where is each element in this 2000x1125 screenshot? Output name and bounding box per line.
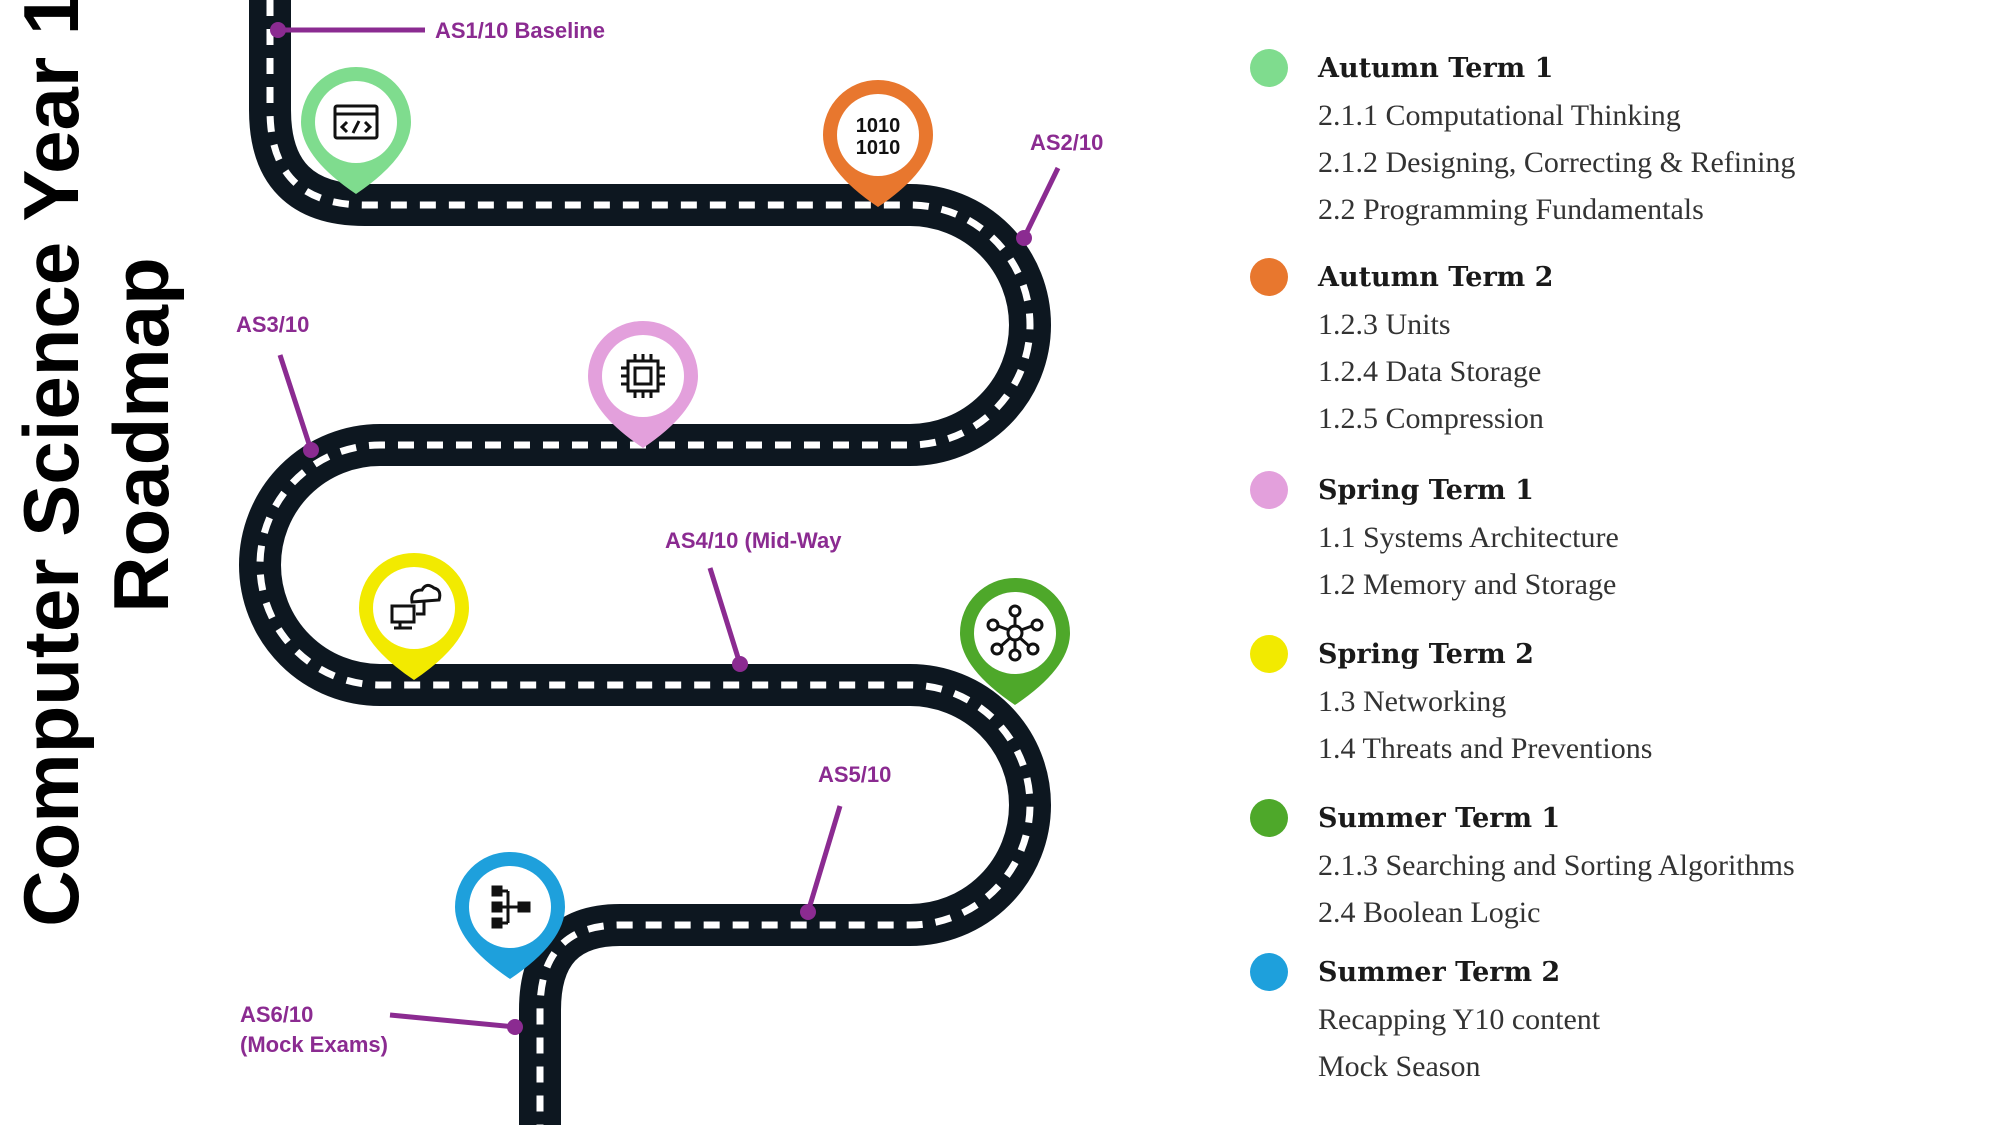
road — [239, 0, 1051, 1125]
code-window-icon — [333, 104, 379, 140]
term-item: 1.2 Memory and Storage — [1318, 568, 1617, 601]
term-item: 2.1.2 Designing, Correcting & Refining — [1318, 146, 1796, 179]
milestone-label: AS6/10 — [240, 1002, 313, 1027]
term-spring-2: Spring Term 2 1.3 Networking 1.4 Threats… — [1250, 630, 1990, 772]
term-name: Summer Term 2 — [1318, 956, 1561, 988]
milestone-as1: AS1/10 Baseline — [270, 18, 605, 43]
cloud-computer-icon — [390, 583, 442, 630]
road-center-dashes — [256, 0, 1034, 1125]
term-name: Summer Term 1 — [1318, 802, 1561, 834]
network-hub-icon — [986, 604, 1044, 662]
milestone-as4: AS4/10 (Mid-Way — [665, 528, 842, 672]
pin-spring-1 — [588, 320, 698, 448]
term-item: Mock Season — [1318, 1050, 1481, 1083]
term-item: 2.1.3 Searching and Sorting Algorithms — [1318, 849, 1795, 882]
term-name: Autumn Term 1 — [1318, 52, 1554, 84]
term-spring-1: Spring Term 1 1.1 Systems Architecture 1… — [1250, 466, 1990, 608]
term-color-dot — [1250, 799, 1288, 837]
term-item: 2.2 Programming Fundamentals — [1318, 193, 1704, 226]
milestone-label: (Mock Exams) — [240, 1032, 388, 1057]
pin-autumn-1 — [301, 66, 411, 194]
svg-text:1010: 1010 — [856, 115, 901, 137]
term-item: 1.4 Threats and Preventions — [1318, 732, 1653, 765]
binary-icon: 1010 1010 — [856, 115, 901, 159]
milestone-label: AS3/10 — [236, 312, 309, 337]
term-name: Spring Term 2 — [1318, 638, 1534, 670]
term-summer-2: Summer Term 2 Recapping Y10 content Mock… — [1250, 948, 1990, 1090]
term-item: 1.3 Networking — [1318, 685, 1507, 718]
cpu-chip-icon — [621, 354, 665, 398]
term-color-dot — [1250, 635, 1288, 673]
term-color-dot — [1250, 953, 1288, 991]
milestone-as3: AS3/10 — [236, 312, 319, 458]
term-item: 2.4 Boolean Logic — [1318, 896, 1541, 929]
term-item: 2.1.1 Computational Thinking — [1318, 99, 1681, 132]
term-legend: Autumn Term 1 2.1.1 Computational Thinki… — [1250, 44, 1990, 1090]
term-name: Spring Term 1 — [1318, 474, 1534, 506]
term-color-dot — [1250, 49, 1288, 87]
milestone-as6: AS6/10 (Mock Exams) — [240, 1002, 523, 1057]
term-summer-1: Summer Term 1 2.1.3 Searching and Sortin… — [1250, 794, 1990, 936]
pin-spring-2 — [359, 552, 469, 680]
pin-summer-2 — [455, 851, 565, 979]
milestone-as2: AS2/10 — [1016, 130, 1103, 246]
milestone-label: AS5/10 — [818, 762, 891, 787]
term-item: 1.1 Systems Architecture — [1318, 521, 1619, 554]
term-item: 1.2.5 Compression — [1318, 402, 1544, 435]
milestone-label: AS1/10 Baseline — [435, 18, 605, 43]
term-autumn-2: Autumn Term 2 1.2.3 Units 1.2.4 Data Sto… — [1250, 253, 1990, 442]
term-color-dot — [1250, 471, 1288, 509]
pin-summer-1 — [960, 577, 1070, 705]
roadmap-diagram: AS1/10 Baseline AS2/10 AS3/10 AS4/10 (Mi… — [236, 0, 1103, 1125]
pin-autumn-2: 1010 1010 — [823, 79, 933, 207]
milestone-label: AS2/10 — [1030, 130, 1103, 155]
term-item: 1.2.3 Units — [1318, 308, 1451, 341]
term-item: 1.2.4 Data Storage — [1318, 355, 1542, 388]
milestone-label: AS4/10 (Mid-Way — [665, 528, 842, 553]
svg-text:1010: 1010 — [856, 137, 901, 159]
milestone-as5: AS5/10 — [800, 762, 891, 920]
term-item: Recapping Y10 content — [1318, 1003, 1601, 1036]
term-name: Autumn Term 2 — [1318, 261, 1554, 293]
term-autumn-1: Autumn Term 1 2.1.1 Computational Thinki… — [1250, 44, 1990, 233]
flowchart-icon — [491, 885, 531, 929]
term-color-dot — [1250, 258, 1288, 296]
